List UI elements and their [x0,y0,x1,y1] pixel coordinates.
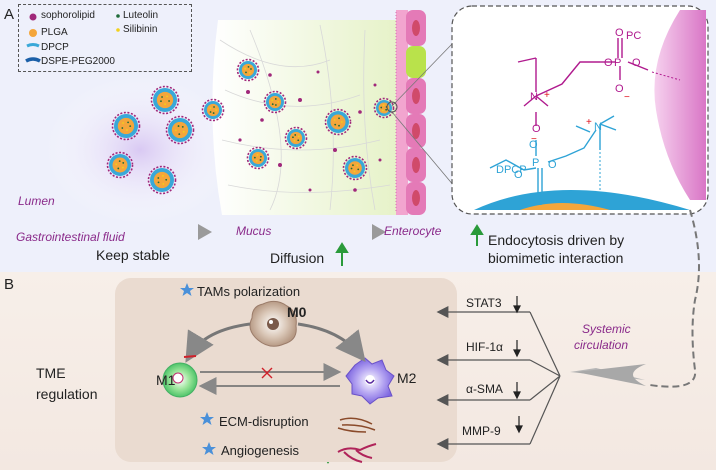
nanoparticle-icon [201,98,225,122]
angiogenesis-label: Angiogenesis [221,443,300,458]
zoom-circle [386,101,398,113]
cell-m2 [345,357,395,405]
stat3-label: STAT3 [466,296,502,310]
nanoparticle-icon [147,165,177,195]
nanoparticle-icon [246,146,270,170]
p-atom-dpcp: P [532,157,539,169]
m1-label: M1 [156,372,176,388]
nanoparticle-icon [165,115,195,145]
svg-text:O: O [604,57,613,69]
n-atom-pc: N [530,91,538,103]
legend-dspe: DSPE-PEG2000 [41,56,115,67]
vessel-icon [337,443,377,463]
down-arrows [513,296,523,434]
nanoparticle-icon [150,85,180,115]
svg-text:O: O [615,83,624,95]
factor-arrows [436,306,561,450]
ecm-fibers-icon [337,417,376,433]
endocytosis-label-line2: biomimetic interaction [488,250,624,266]
systemic-label-line1: Systemic [582,322,631,336]
svg-text:+: + [544,90,550,101]
lumen-glow [45,75,235,225]
svg-text:O: O [615,27,624,39]
svg-text:O: O [529,139,538,151]
svg-text:O: O [632,57,641,69]
pc-headgroup [517,38,649,126]
cell-m1 [162,362,198,398]
keep-stable-label: Keep stable [96,247,170,263]
p-atom-pc: P [614,57,621,69]
inhibition-mark [183,355,197,358]
nanoparticle-icon [106,151,134,179]
tams-label: TAMs polarization [197,284,301,299]
diffusion-label: Diffusion [270,250,325,266]
nanoparticle-icon [342,155,368,181]
nanoparticle-icon [263,90,287,114]
legend-sophorolipid: sophorolipid [41,10,95,21]
legend-luteolin: Luteolin [123,10,159,21]
enterocyte-label: Enterocyte [384,224,442,238]
n-atom-dpcp: N [594,121,602,133]
mucus-label: Mucus [236,224,272,238]
pc-membrane [654,10,706,200]
cell-m0 [249,300,297,347]
nanoparticle-icon [373,97,395,119]
legend-plga: PLGA [41,27,68,38]
m2-label: M2 [397,370,417,386]
legend-box: sophorolipid PLGA DPCP DSPE-PEG2000 Lute… [18,4,192,72]
legend-silibinin: Silibinin [123,24,158,35]
arrow-m0-m1 [185,322,251,363]
svg-text:−: − [531,134,537,145]
nanoparticle-icon [236,58,260,82]
pc-label: PC [626,30,642,42]
mucus-layer [212,20,398,215]
panel-label-a: A [4,6,15,23]
gi-fluid-label: Gastrointestinal fluid [16,230,125,244]
svg-text:+: + [586,117,592,128]
tme-label-line1: TME [36,365,66,381]
systemic-dashed-path [649,209,700,388]
svg-text:−: − [624,92,630,103]
star-icons [180,283,216,455]
svg-text:O: O [514,169,523,181]
lumen-label: Lumen [18,194,55,208]
zoom-line-top [391,43,453,107]
panel-label-b: B [4,276,15,293]
enterocyte-column [395,10,426,215]
legend-dpcp: DPCP [41,42,69,53]
zoom-inset [451,5,709,215]
particle-surface [474,190,690,210]
svg-text:O: O [536,196,545,208]
legend-icons [25,13,120,63]
dpcp-headgroup [489,115,617,194]
endocytosis-label-line1: Endocytosis driven by [488,232,625,248]
svg-text:O: O [548,159,557,171]
svg-text:O: O [532,123,541,135]
mmp-label: MMP-9 [462,424,501,438]
dpcp-structure-label: DPCP [496,164,527,176]
cross-mark [261,367,273,379]
tme-label-line2: regulation [36,386,98,402]
hif-label: HIF-1α [466,340,503,354]
sma-label: α-SMA [466,382,503,396]
nanoparticle-icon [284,126,308,150]
free-sophorolipid [238,70,382,192]
nanoparticle-icon [111,111,141,141]
ecm-label: ECM-disruption [219,414,309,429]
systemic-label-line2: circulation [574,338,629,352]
m0-label: M0 [287,304,307,320]
nanoparticle-icon [324,108,352,136]
arrow-m0-m2 [297,322,366,363]
panel-b-box [115,278,457,462]
mucus-fibers [219,24,391,211]
